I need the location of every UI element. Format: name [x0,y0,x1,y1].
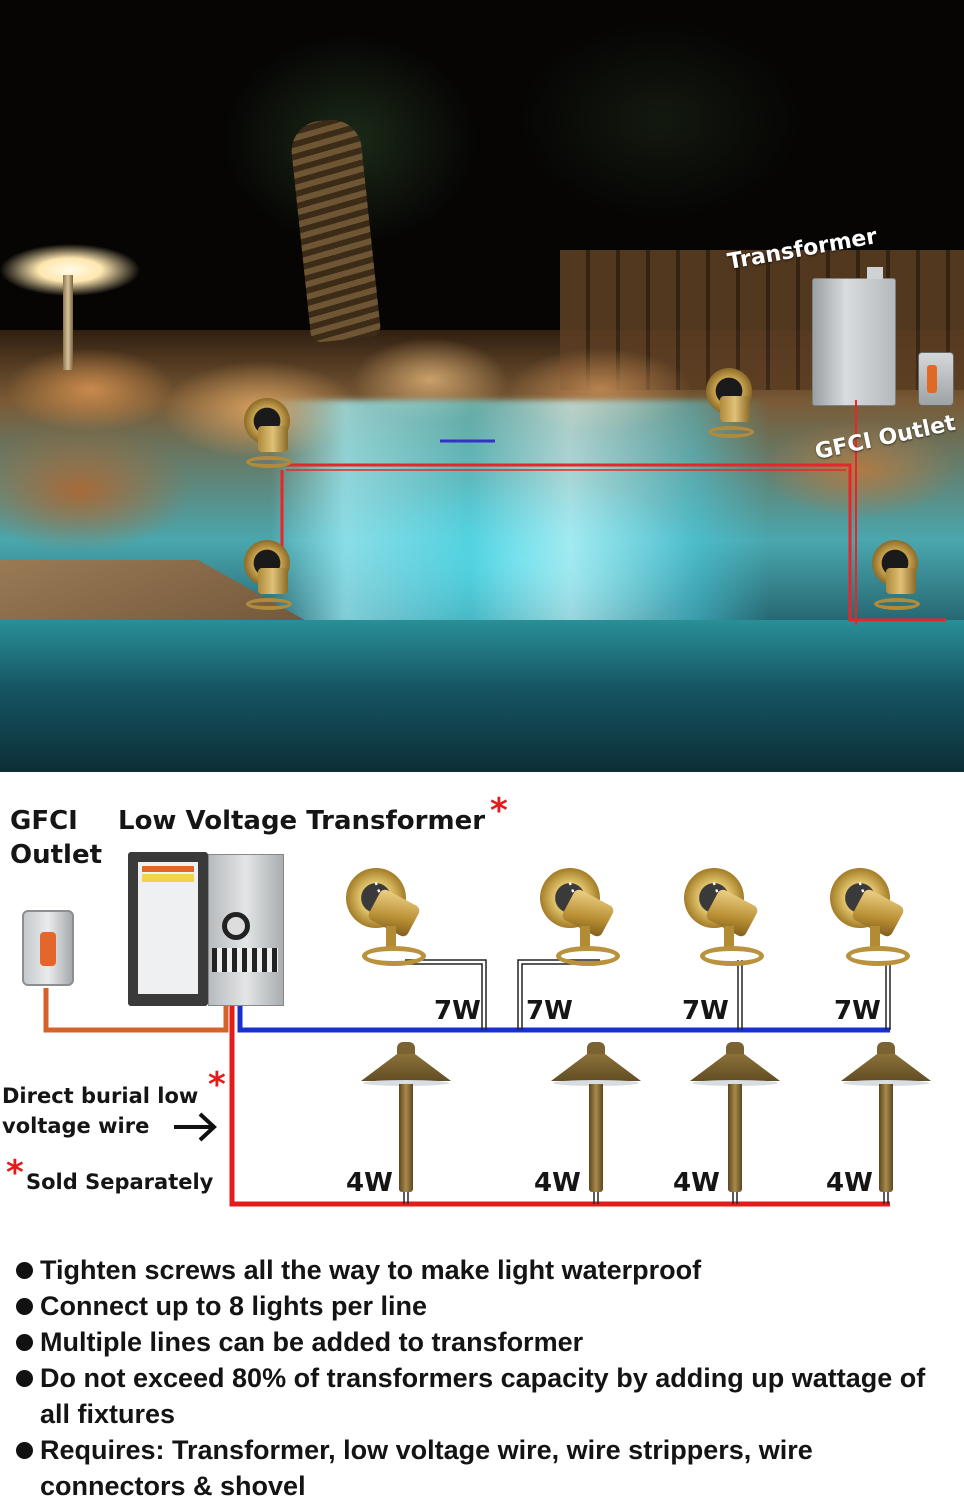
note-item: Connect up to 8 lights per line [14,1288,954,1324]
gfci-outlet-photo [918,352,954,406]
wiring-diagram: GFCI Outlet Low Voltage Transformer * 7W… [0,772,964,1242]
transformer-box-photo [812,267,896,406]
note-item: Do not exceed 80% of transformers capaci… [14,1360,954,1432]
installation-notes: Tighten screws all the way to make light… [14,1252,954,1500]
bullet-icon [16,1370,33,1387]
bullet-icon [16,1262,33,1279]
spotlight-3 [675,859,776,974]
note-item: Tighten screws all the way to make light… [14,1252,954,1288]
wire-asterisk: * [208,1065,226,1105]
transformer-label: Low Voltage Transformer [118,806,486,836]
wire-label-line2: voltage wire [2,1114,150,1138]
spotlight-1 [337,859,438,974]
spotlight-photo-2 [238,540,300,612]
path-light-4-wattage: 4W [826,1168,873,1198]
night-sky [0,0,964,330]
sold-separately-asterisk: * [6,1153,24,1193]
spotlight-4 [821,859,922,974]
bullet-icon [16,1298,33,1315]
note-item: Multiple lines can be added to transform… [14,1324,954,1360]
bullet-icon [16,1334,33,1351]
path-light-1 [361,1042,451,1192]
note-item: Requires: Transformer, low voltage wire,… [14,1432,954,1500]
path-light-3-wattage: 4W [673,1168,720,1198]
spotlight-photo-3 [700,368,762,440]
gfci-label-line2: Outlet [10,840,103,870]
gfci-label-line1: GFCI [10,806,78,836]
path-light-1-wattage: 4W [346,1168,393,1198]
spotlight-4-wattage: 7W [834,996,881,1026]
path-light-glow [0,230,150,310]
spotlight-3-wattage: 7W [682,996,729,1026]
spotlight-photo-4 [866,540,928,612]
gfci-outlet-illustration [22,910,74,986]
installation-photo: Transformer GFCI Outlet [0,0,964,772]
waterfall [270,400,770,630]
bullet-icon [16,1442,33,1459]
path-light-3 [690,1042,780,1192]
path-light-2-wattage: 4W [534,1168,581,1198]
pool-water [0,620,964,772]
sold-separately-label: Sold Separately [26,1170,214,1194]
spotlight-photo-1 [238,398,300,470]
transformer-illustration [128,852,284,1008]
path-light-2 [551,1042,641,1192]
spotlight-2 [531,859,632,974]
spotlight-2-wattage: 7W [526,996,573,1026]
photo-wiring-overlay [280,400,946,625]
transformer-asterisk: * [490,791,508,831]
path-light-4 [841,1042,931,1192]
spotlight-1-wattage: 7W [434,996,481,1026]
path-light-post [63,275,73,370]
wire-label-line1: Direct burial low [2,1084,199,1108]
